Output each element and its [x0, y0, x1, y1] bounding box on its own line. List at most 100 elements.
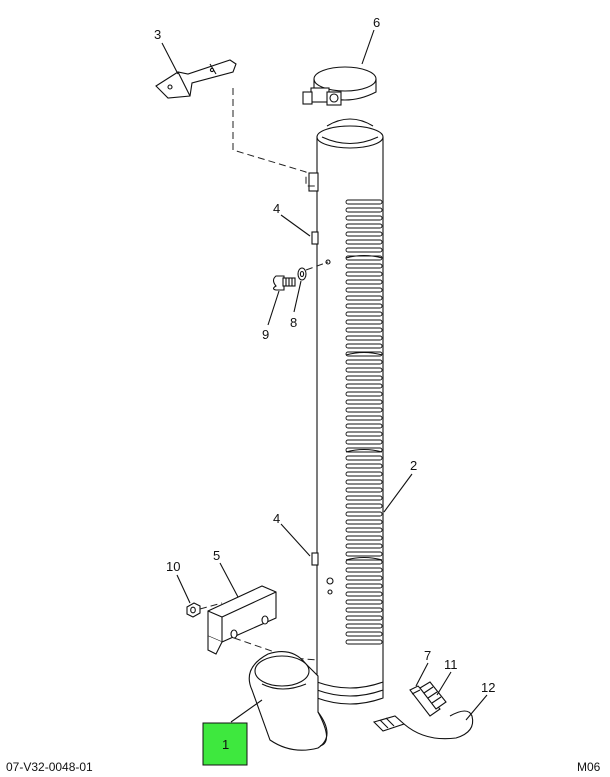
leader-line-12 — [465, 694, 488, 721]
highlight-callout-1 — [202, 722, 248, 766]
tube-slot — [345, 455, 383, 461]
tube-slot — [345, 575, 383, 581]
tube-slot — [345, 343, 383, 349]
tube-slot — [345, 319, 383, 325]
tube-slot — [345, 391, 383, 397]
tube-slot — [345, 423, 383, 429]
tube-slot — [345, 519, 383, 525]
tube-slot-divider — [345, 351, 383, 356]
tube-slot — [345, 463, 383, 469]
tube-slot — [345, 327, 383, 333]
tube-slot — [345, 431, 383, 437]
tube-slot — [345, 439, 383, 445]
callout-8: 8 — [290, 315, 297, 330]
tube-slot — [345, 479, 383, 485]
tube-slot — [345, 407, 383, 413]
tube-slot — [345, 295, 383, 301]
tube-slot — [345, 383, 383, 389]
tube-slot — [345, 527, 383, 533]
tube-slot — [345, 631, 383, 637]
part-hose-clamp[interactable] — [419, 681, 447, 710]
tube-slot — [345, 503, 383, 509]
tube-slot — [345, 263, 383, 269]
tube-slot-divider — [345, 448, 383, 453]
callout-7: 7 — [424, 648, 431, 663]
tube-slot — [345, 495, 383, 501]
tube-slot-divider — [345, 556, 383, 561]
callout-10: 10 — [166, 559, 180, 574]
tube-slot — [345, 559, 383, 565]
tube-slot — [345, 535, 383, 541]
tube-slot — [345, 279, 383, 285]
part-lower-bracket[interactable] — [207, 585, 277, 655]
tube-slot — [345, 399, 383, 405]
part-cable[interactable] — [372, 710, 474, 740]
tube-slot — [345, 231, 383, 237]
sheet-code: M06 — [577, 760, 601, 774]
tube-slot — [345, 551, 383, 557]
tube-slot — [345, 287, 383, 293]
part-bolt[interactable] — [272, 275, 296, 291]
tube-slot — [345, 215, 383, 221]
callout-3: 3 — [154, 27, 161, 42]
callout-11: 11 — [444, 657, 458, 672]
tube-slot — [345, 367, 383, 373]
part-upper-bracket[interactable] — [155, 59, 237, 99]
tube-slot — [345, 199, 383, 205]
callout-12: 12 — [481, 680, 495, 695]
tube-slot — [345, 303, 383, 309]
tube-slot — [345, 271, 383, 277]
leader-line-5 — [219, 562, 239, 598]
tube-slot — [345, 223, 383, 229]
tube-slot — [345, 639, 383, 645]
leader-line-3 — [161, 42, 179, 75]
tube-slot — [345, 415, 383, 421]
callout-1: 1 — [222, 737, 229, 752]
tube-slot — [345, 623, 383, 629]
tube-slot — [345, 247, 383, 253]
tube-slot — [345, 359, 383, 365]
tube-slot — [345, 487, 383, 493]
leader-dashed-bracket-3 — [232, 88, 316, 187]
tube-slot — [345, 583, 383, 589]
callout-4-upper: 4 — [273, 201, 280, 216]
leader-line-4a — [280, 214, 311, 237]
tube-slot — [345, 599, 383, 605]
tube-slot-divider — [345, 254, 383, 259]
drawing-number: 07-V32-0048-01 — [6, 760, 93, 774]
leader-line-11 — [436, 671, 452, 696]
leader-line-10 — [176, 574, 191, 604]
leader-line-1 — [230, 699, 263, 723]
tube-slot — [345, 615, 383, 621]
tube-slot — [345, 335, 383, 341]
tube-slot — [345, 567, 383, 573]
leader-line-8 — [293, 280, 302, 313]
leader-line-9 — [267, 290, 280, 326]
leader-line-2 — [383, 473, 413, 513]
tube-slot — [345, 471, 383, 477]
part-nut[interactable] — [186, 602, 201, 618]
leader-line-7 — [415, 662, 429, 687]
callout-6: 6 — [373, 15, 380, 30]
tube-slot — [345, 591, 383, 597]
tube-slot — [345, 543, 383, 549]
leader-line-6 — [361, 29, 375, 65]
tube-slot — [345, 511, 383, 517]
tube-slot — [345, 239, 383, 245]
tube-slot — [345, 311, 383, 317]
tube-slot — [345, 375, 383, 381]
leader-dashed-nut — [199, 602, 223, 610]
part-perforated-tube[interactable] — [308, 118, 384, 705]
tube-slot — [345, 607, 383, 613]
tube-slot — [345, 207, 383, 213]
part-washer[interactable] — [297, 267, 307, 281]
callout-4-lower: 4 — [273, 511, 280, 526]
callout-5: 5 — [213, 548, 220, 563]
part-rubber-sleeve[interactable] — [409, 685, 441, 717]
part-clamp-top[interactable] — [302, 66, 377, 106]
callout-9: 9 — [262, 327, 269, 342]
leader-dashed-bolt — [305, 261, 329, 271]
leader-line-4b — [280, 523, 311, 557]
part-elbow-pipe[interactable] — [248, 651, 328, 751]
